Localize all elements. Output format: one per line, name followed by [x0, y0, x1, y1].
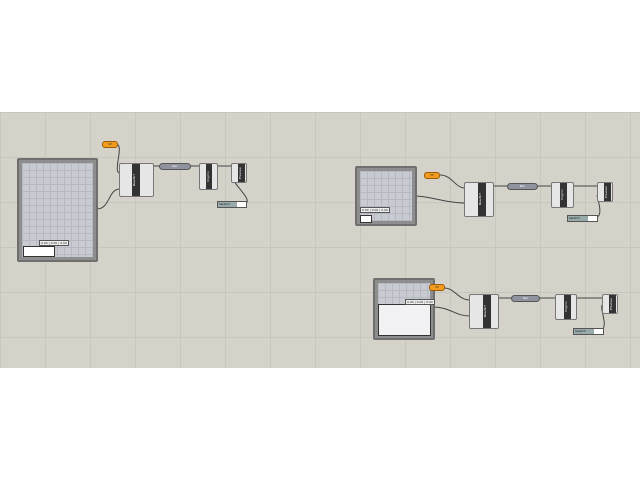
selection-rect[interactable] — [23, 246, 55, 257]
image-sampler-panel[interactable] — [355, 166, 417, 226]
preview-component[interactable]: Preview — [597, 182, 613, 202]
wire — [439, 174, 466, 189]
reader-component[interactable]: ReadSrf — [464, 182, 494, 217]
swatch[interactable]: Swatch — [567, 215, 598, 222]
number-slider[interactable]: SP — [429, 284, 445, 291]
coordinate-readout: 0.00 | 0.00 | 0.00 — [360, 207, 390, 213]
curve-component[interactable]: ImgCrv — [199, 163, 218, 190]
swatch[interactable]: Swatch — [217, 201, 247, 208]
curve-component[interactable]: ImgCrv — [551, 182, 574, 208]
reader-component[interactable]: ReadSrf — [469, 294, 499, 329]
wire — [414, 195, 466, 204]
ramp-component[interactable]: Rec — [511, 295, 540, 302]
grasshopper-canvas[interactable] — [0, 112, 640, 368]
image-sampler-panel[interactable] — [373, 278, 435, 340]
selection-rect[interactable] — [360, 215, 372, 223]
ramp-component[interactable]: Rec — [159, 163, 191, 170]
image-sampler-panel[interactable] — [17, 158, 98, 262]
number-slider[interactable]: SP — [424, 172, 440, 179]
preview-component[interactable]: Preview — [602, 294, 618, 314]
number-slider[interactable]: SP — [102, 141, 118, 148]
selection-rect[interactable] — [378, 304, 431, 336]
reader-component[interactable]: ReadSrf — [119, 163, 154, 197]
preview-component[interactable]: Preview — [231, 163, 247, 183]
swatch[interactable]: Swatch — [573, 328, 604, 335]
curve-component[interactable]: ImgCrv — [555, 294, 577, 320]
coordinate-readout: 0.00 | 0.00 | 0.00 — [405, 299, 435, 305]
wire — [96, 188, 121, 210]
wire — [432, 306, 471, 317]
coordinate-readout: 0.00 | 0.00 | 0.00 — [39, 240, 69, 246]
wire — [443, 287, 471, 301]
ramp-component[interactable]: Rec — [507, 183, 538, 190]
